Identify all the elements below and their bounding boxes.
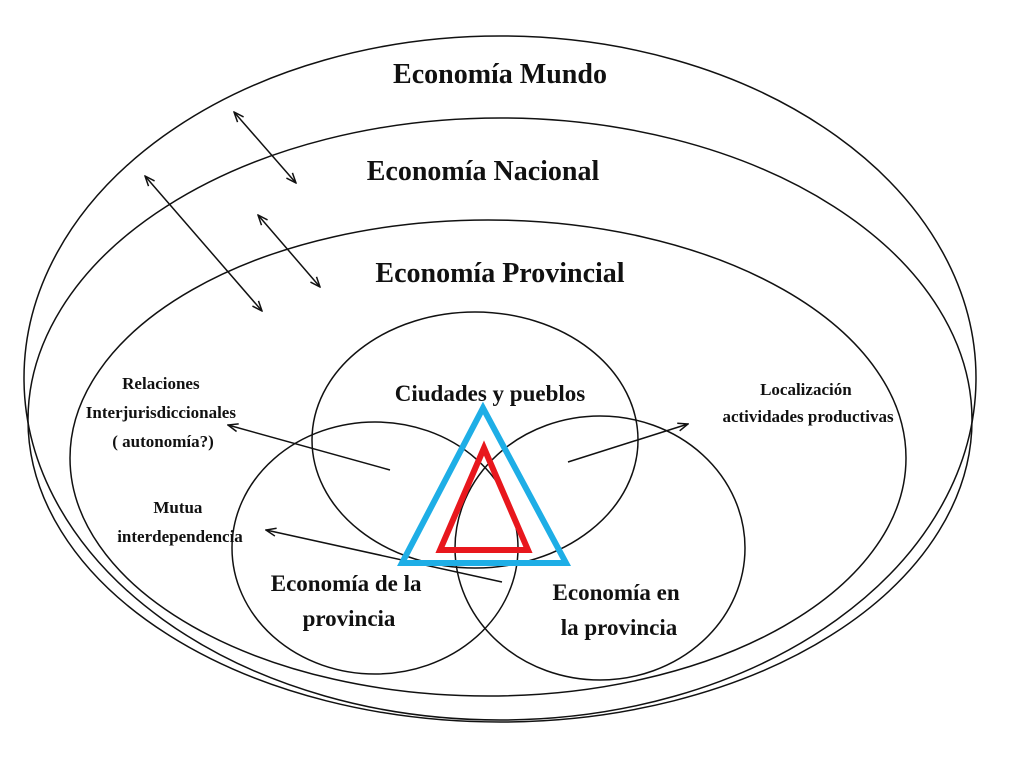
relaciones-label: Relaciones Interjurisdiccionales ( auton…	[86, 374, 240, 451]
arrow-mundo-nacional	[234, 112, 296, 183]
relaciones-line-1: Relaciones	[122, 374, 200, 393]
economia-en-la-provincia-line-2: la provincia	[561, 615, 678, 640]
outer-triangle	[397, 401, 572, 566]
economia-de-la-provincia-line-1: Economía de la	[271, 571, 422, 596]
relaciones-line-3: ( autonomía?)	[112, 432, 214, 451]
economia-en-la-provincia-line-1: Economía en	[553, 580, 680, 605]
economia-provincial-label: Economía Provincial	[375, 258, 624, 289]
economia-mundo-ellipse	[23, 35, 977, 721]
economia-nacional-label: Economía Nacional	[367, 156, 600, 187]
economia-de-la-provincia-line-2: provincia	[303, 606, 396, 631]
arrow-mundo-provincial	[145, 176, 262, 311]
economia-mundo-label: Economía Mundo	[393, 59, 607, 90]
economia-en-la-provincia-label: Economía en la provincia	[553, 580, 686, 640]
relaciones-line-2: Interjurisdiccionales	[86, 403, 237, 422]
arrow-localizacion	[567, 424, 688, 463]
mutua-label: Mutua interdependencia	[117, 498, 243, 546]
arrow-mutua	[266, 530, 503, 583]
economia-de-la-provincia-label: Economía de la provincia	[271, 571, 428, 631]
arrow-relaciones	[228, 425, 391, 471]
localizacion-line-2: actividades productivas	[722, 407, 894, 426]
mutua-line-1: Mutua	[153, 498, 203, 517]
localizacion-label: Localización actividades productivas	[722, 380, 894, 426]
ciudades-circle	[311, 311, 639, 569]
arrow-nacional-provincial	[258, 215, 320, 287]
localizacion-line-1: Localización	[760, 380, 852, 399]
inner-triangle	[435, 440, 533, 553]
economia-provincial-ellipse	[69, 219, 907, 697]
ciudades-y-pueblos-label: Ciudades y pueblos	[395, 381, 586, 406]
economia-nacional-ellipse	[27, 117, 973, 723]
mutua-line-2: interdependencia	[117, 527, 243, 546]
